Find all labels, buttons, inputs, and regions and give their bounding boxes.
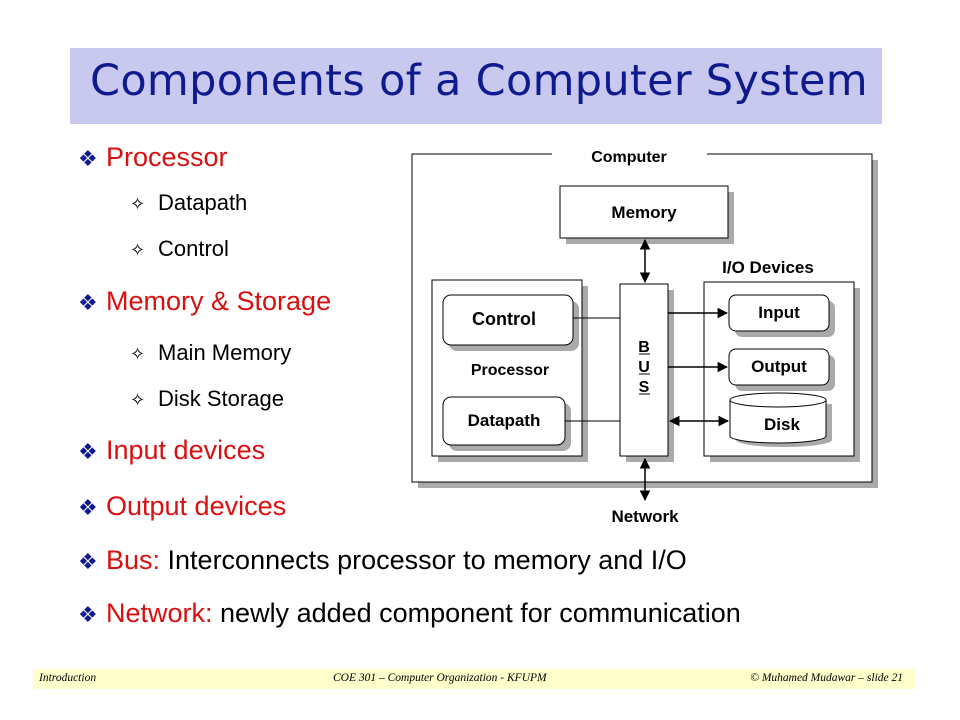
diamond-bullet-icon: ❖ — [78, 603, 98, 628]
datapath-box — [442, 396, 571, 451]
output-box — [728, 348, 835, 391]
sub-bullet-label: Control — [158, 236, 229, 261]
disk-cylinder — [729, 392, 832, 447]
bullet-text: newly added component for communication — [212, 598, 741, 628]
network-label: Network — [611, 507, 679, 526]
diamond-bullet-icon: ❖ — [78, 291, 98, 316]
bullet-processor: ❖ Processor — [78, 142, 228, 173]
datapath-label: Datapath — [468, 411, 541, 430]
bullet-bus: ❖ Bus: Interconnects processor to memory … — [78, 545, 687, 576]
star-bullet-icon: ✧ — [130, 390, 146, 411]
bullet-memory: ❖ Memory & Storage — [78, 286, 331, 317]
footer-right: © Muhamed Mudawar – slide 21 — [750, 672, 903, 684]
bullet-label: Processor — [106, 142, 228, 172]
bus-letter: U — [638, 359, 650, 376]
memory-box — [559, 185, 734, 244]
disk-label: Disk — [764, 415, 800, 434]
title-bar — [70, 48, 882, 124]
bullet-label: Memory & Storage — [106, 286, 332, 316]
bus-box — [619, 283, 674, 462]
bullet-output-devices: ❖ Output devices — [78, 491, 286, 522]
footer-bar: Introduction COE 301 – Computer Organiza… — [33, 669, 915, 689]
star-bullet-icon: ✧ — [130, 240, 146, 261]
bullet-text: Interconnects processor to memory and I/… — [160, 545, 687, 575]
bus-letter: B — [638, 339, 650, 356]
diamond-bullet-icon: ❖ — [78, 147, 98, 172]
footer-left: Introduction — [39, 672, 97, 684]
bullet-label: Bus: — [106, 545, 161, 575]
sub-bullet-label: Disk Storage — [158, 386, 284, 411]
input-box — [728, 294, 835, 337]
computer-label: Computer — [591, 149, 667, 166]
diamond-bullet-icon: ❖ — [78, 440, 98, 465]
memory-label: Memory — [611, 203, 677, 222]
bullet-input-devices: ❖ Input devices — [78, 435, 265, 466]
bullet-network: ❖ Network: newly added component for comm… — [78, 598, 741, 629]
sub-bullet-disk-storage: ✧ Disk Storage — [130, 386, 284, 412]
input-label: Input — [758, 303, 800, 322]
io-devices-label: I/O Devices — [722, 258, 814, 277]
star-bullet-icon: ✧ — [130, 194, 146, 215]
diamond-bullet-icon: ❖ — [78, 550, 98, 575]
sub-bullet-label: Datapath — [158, 190, 248, 215]
footer-center: COE 301 – Computer Organization - KFUPM — [333, 672, 547, 684]
sub-bullet-label: Main Memory — [158, 340, 292, 365]
bus-letter: S — [639, 379, 650, 396]
bullet-label: Input devices — [106, 435, 266, 465]
processor-label: Processor — [471, 362, 549, 379]
output-label: Output — [751, 357, 807, 376]
control-box — [442, 294, 579, 351]
diamond-bullet-icon: ❖ — [78, 496, 98, 521]
bullet-label: Output devices — [106, 491, 287, 521]
sub-bullet-control: ✧ Control — [130, 236, 229, 262]
sub-bullet-datapath: ✧ Datapath — [130, 190, 247, 216]
control-label: Control — [472, 309, 536, 329]
sub-bullet-main-memory: ✧ Main Memory — [130, 340, 291, 366]
bullet-label: Network: — [106, 598, 213, 628]
star-bullet-icon: ✧ — [130, 344, 146, 365]
slide-title: Components of a Computer System — [90, 56, 868, 106]
